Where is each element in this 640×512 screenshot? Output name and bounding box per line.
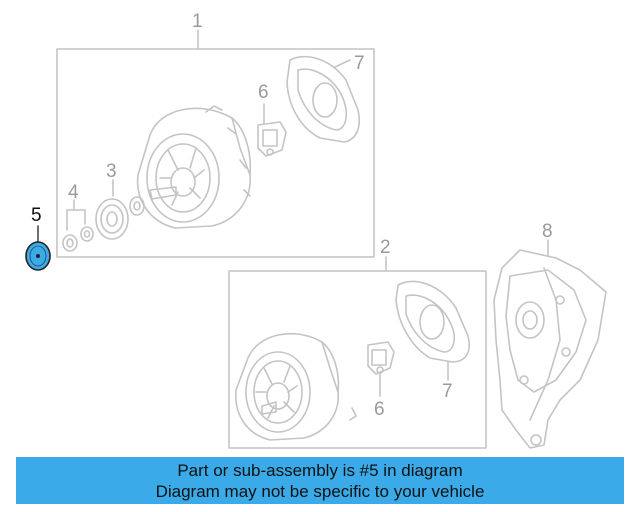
pulley-drawing	[95, 179, 145, 240]
callout-6-top[interactable]: 6	[258, 82, 269, 103]
part-5-highlighted-washer[interactable]	[25, 241, 51, 271]
callout-6-bottom[interactable]: 6	[374, 399, 385, 420]
banner-line-disclaimer: Diagram may not be specific to your vehi…	[155, 482, 485, 501]
alternator-2-drawing	[235, 333, 357, 441]
regulator-1-drawing	[257, 103, 287, 157]
nut-washer-drawing	[62, 199, 94, 252]
callout-3[interactable]: 3	[106, 161, 117, 182]
assembly-1-box	[56, 29, 375, 258]
callout-2[interactable]: 2	[380, 237, 391, 258]
callout-7-bottom[interactable]: 7	[442, 381, 453, 402]
callout-8[interactable]: 8	[542, 221, 553, 242]
callout-4[interactable]: 4	[68, 182, 79, 203]
alternator-1-drawing	[136, 105, 252, 229]
assembly-2-box	[228, 256, 487, 449]
bracket-drawing	[493, 239, 607, 449]
callout-5[interactable]: 5	[31, 205, 42, 226]
regulator-2-drawing	[367, 341, 395, 397]
rear-cover-1-drawing	[286, 55, 360, 143]
diagram-info-banner: Part or sub-assembly is #5 in diagram Di…	[16, 457, 624, 504]
banner-line-part: Part or sub-assembly is #5 in diagram	[177, 461, 463, 480]
callout-1[interactable]: 1	[192, 11, 203, 32]
rear-cover-2-drawing	[395, 280, 470, 381]
callout-7-top[interactable]: 7	[354, 53, 365, 74]
